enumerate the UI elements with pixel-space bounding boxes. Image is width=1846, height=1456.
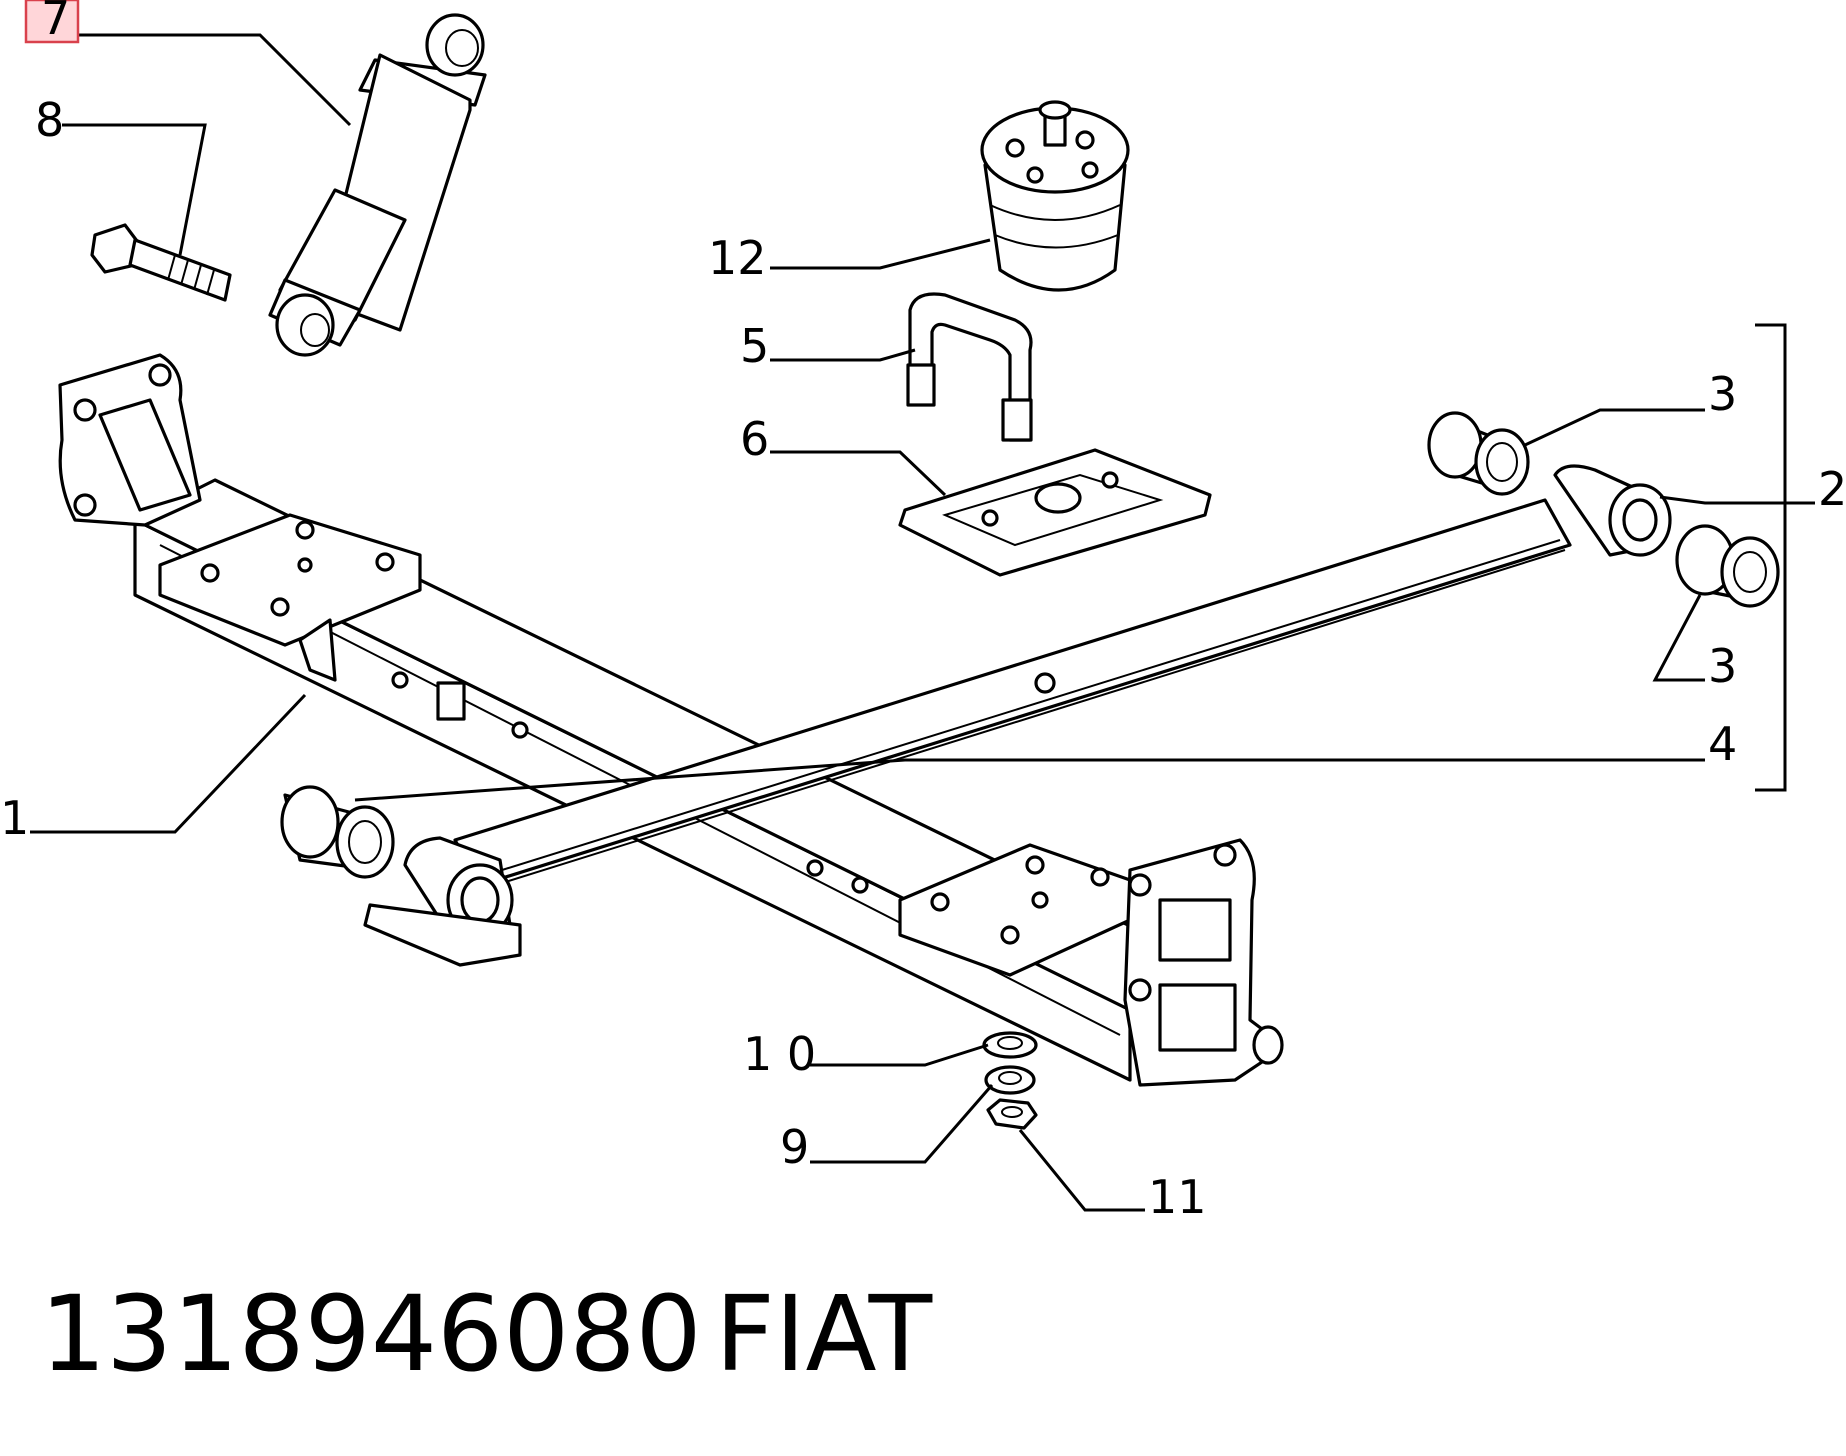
callout-4[interactable]: 4 [1708,717,1737,771]
callout-8[interactable]: 8 [35,93,64,147]
callout-10[interactable]: 1 0 [743,1027,816,1081]
callout-11[interactable]: 11 [1148,1170,1207,1224]
callout-9[interactable]: 9 [780,1120,809,1174]
brand-name: FIAT [715,1273,933,1395]
bushing-left [280,785,395,879]
bushing-right-top [1427,411,1530,496]
shock-absorber [268,13,487,357]
spring-plate [898,448,1212,577]
callout-12[interactable]: 12 [708,231,767,285]
bushing-right-bottom [1675,524,1780,608]
nut [986,1098,1038,1130]
spring-washer [984,1065,1036,1095]
callout-2[interactable]: 2 [1818,462,1846,516]
callout-7-highlight [24,0,80,44]
callout-3-bottom[interactable]: 3 [1708,639,1737,693]
callout-1[interactable]: 1 [0,791,29,845]
callout-5[interactable]: 5 [740,319,769,373]
part-number: 1318946080 [40,1273,702,1395]
flat-washer [982,1031,1038,1059]
leader-lines [30,33,1815,1212]
bolt [90,223,232,302]
leaf-spring [363,464,1672,967]
callout-6[interactable]: 6 [740,412,769,466]
callout-7[interactable]: 7 [41,0,70,45]
bump-stop [980,100,1130,292]
callout-3-top[interactable]: 3 [1708,367,1737,421]
u-bolt [906,292,1033,442]
